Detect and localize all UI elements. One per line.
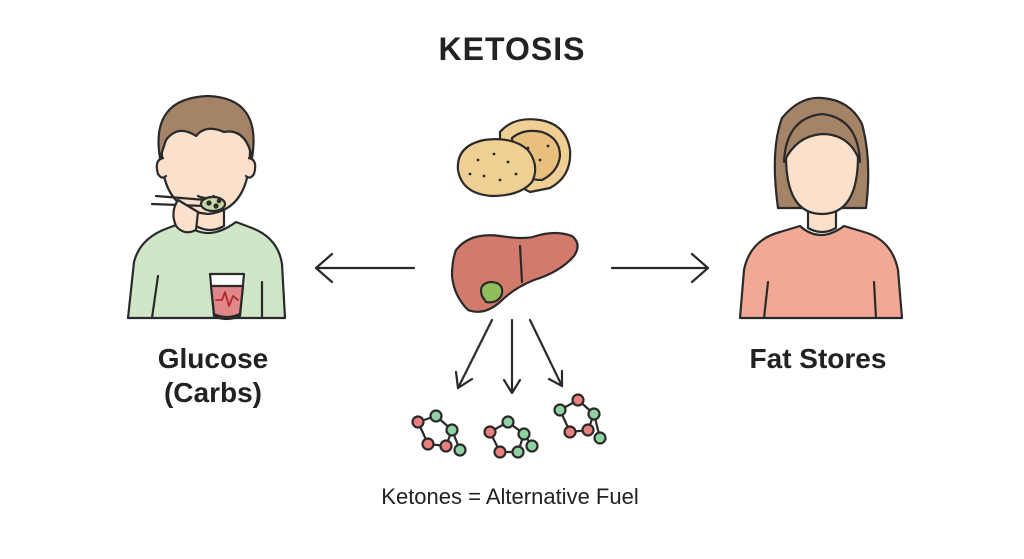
glucose-label-line2: (Carbs) xyxy=(163,377,262,408)
arrow-to-glucose xyxy=(314,252,416,284)
liver-icon xyxy=(450,231,579,313)
arrow-to-fat-stores xyxy=(610,252,710,284)
person-eating-icon xyxy=(126,94,287,321)
arrows-to-ketones xyxy=(454,318,564,395)
glucose-label: Glucose (Carbs) xyxy=(108,342,318,410)
woman-icon xyxy=(738,96,904,320)
ketone-molecule-icon xyxy=(483,415,539,459)
fat-stores-label: Fat Stores xyxy=(749,343,887,374)
glucose-label-line1: Glucose xyxy=(157,343,269,374)
ketone-molecule-icon xyxy=(411,409,467,457)
ketones-caption: Ketones = Alternative Fuel xyxy=(381,484,639,509)
bread-icon xyxy=(456,118,572,198)
ketone-molecule-icon xyxy=(553,393,607,445)
diagram-title: KETOSIS xyxy=(438,31,586,67)
